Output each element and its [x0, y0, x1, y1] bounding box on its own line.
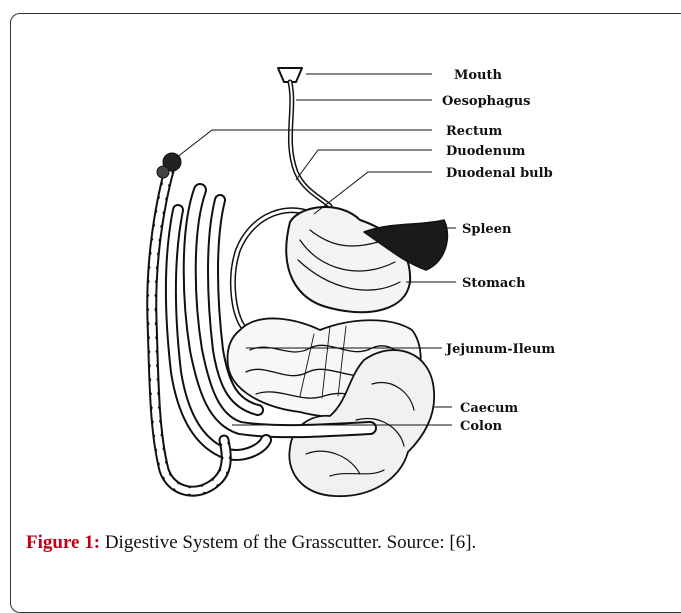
label-duodenum: Duodenum	[446, 144, 526, 159]
figure-caption: Figure 1: Digestive System of the Grassc…	[26, 532, 666, 554]
label-rectum: Rectum	[446, 124, 502, 139]
digestive-system-diagram: Mouth Oesophagus Rectum Duodenum Duodena…	[0, 0, 681, 593]
label-mouth: Mouth	[454, 68, 503, 83]
figure-caption-label: Figure 1:	[26, 532, 100, 553]
stomach-shape	[286, 207, 410, 312]
label-duodenal-bulb: Duodenal bulb	[446, 166, 553, 181]
figure-caption-text: Digestive System of the Grasscutter. Sou…	[100, 532, 476, 553]
label-oesophagus: Oesophagus	[442, 94, 530, 109]
label-caecum: Caecum	[460, 401, 518, 416]
label-stomach: Stomach	[462, 276, 526, 291]
label-jejunum-ileum: Jejunum-Ileum	[445, 342, 555, 357]
label-colon: Colon	[460, 419, 503, 434]
oesophagus-shape	[290, 82, 330, 206]
label-spleen: Spleen	[462, 222, 512, 237]
